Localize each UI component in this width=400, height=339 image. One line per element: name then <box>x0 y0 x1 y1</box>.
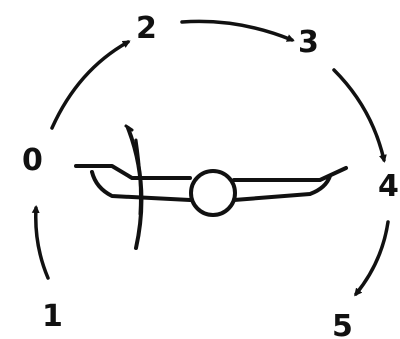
label-5: 5 <box>332 309 353 339</box>
label-4: 4 <box>378 169 399 204</box>
label-0: 0 <box>22 143 43 178</box>
fuselage-hub <box>191 171 235 215</box>
arc-0-to-2 <box>52 42 128 128</box>
label-2: 2 <box>136 11 157 46</box>
label-3: 3 <box>298 25 319 60</box>
arc-3-to-4 <box>334 70 384 160</box>
position-labels: 0 1 2 3 4 5 <box>22 11 399 339</box>
arc-1-to-0 <box>36 208 48 278</box>
aircraft-figure <box>76 126 346 248</box>
arc-2-to-3 <box>182 21 292 40</box>
label-1: 1 <box>42 299 63 334</box>
rotation-arrows <box>36 21 388 294</box>
arc-4-to-5 <box>356 222 388 294</box>
